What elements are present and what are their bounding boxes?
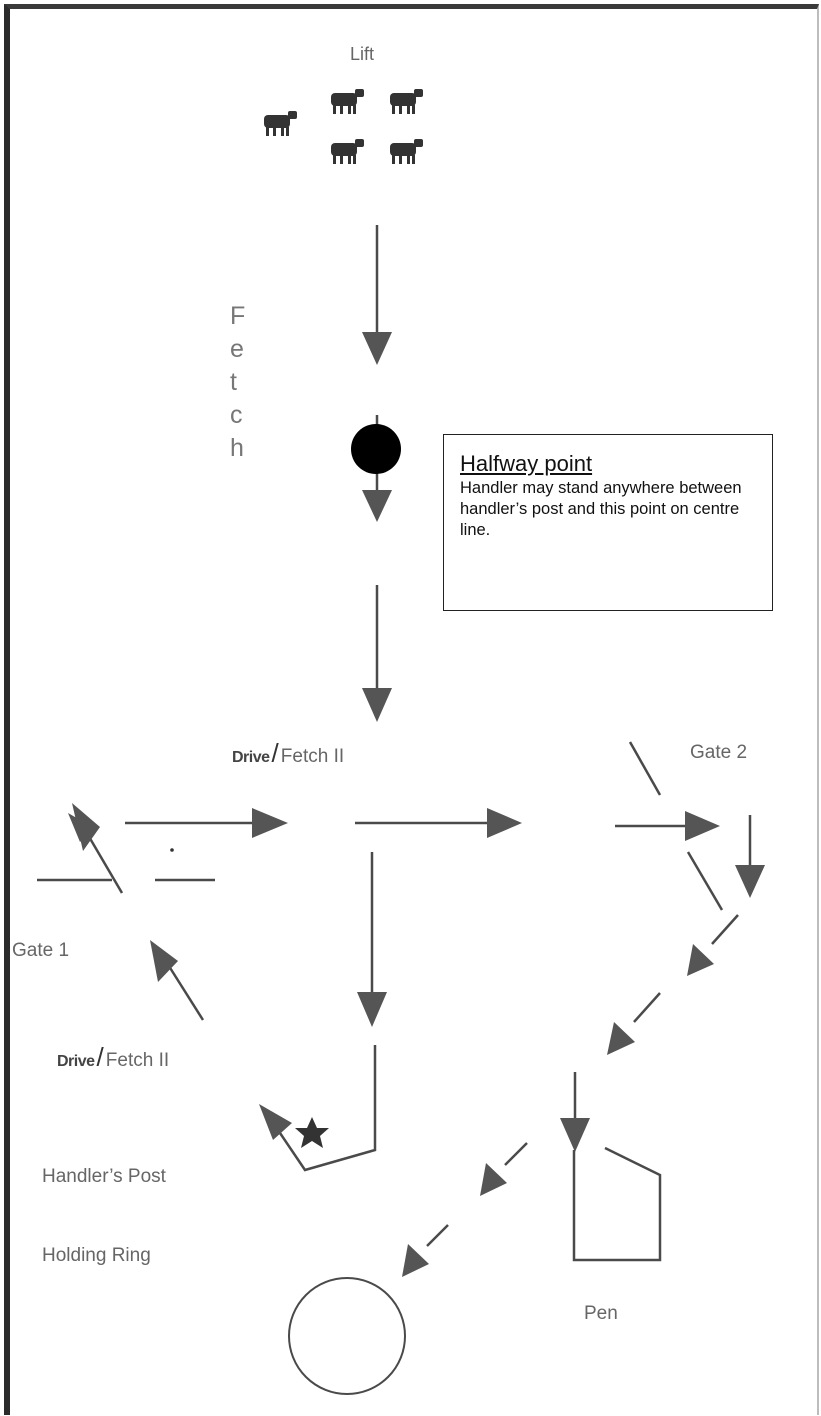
sheep-icon — [390, 139, 423, 164]
arrowhead — [252, 808, 288, 838]
drive-word: Drive — [57, 1053, 95, 1070]
arrowhead — [687, 944, 714, 976]
sheep-icon — [331, 89, 364, 114]
fetch-ii-word: Fetch II — [105, 1050, 170, 1071]
star-icon — [295, 1117, 329, 1148]
sheep-icon — [264, 111, 297, 136]
gate2-label: Gate 2 — [690, 742, 748, 763]
handlers-post-label: Handler’s Post — [42, 1166, 166, 1187]
arrowhead — [362, 332, 392, 365]
arrowhead — [735, 865, 765, 898]
ring-arrow-line — [426, 1224, 449, 1247]
arrowhead — [362, 688, 392, 722]
arrowhead — [560, 1118, 590, 1152]
halfway-title: Halfway point — [460, 451, 593, 476]
fetch-letter: t — [230, 368, 238, 396]
arrowhead — [685, 811, 720, 841]
pen-outline — [572, 1146, 662, 1262]
slash: / — [96, 1042, 104, 1072]
handler-post-outline — [278, 1045, 377, 1172]
ring-arrow-line — [504, 1142, 528, 1166]
gate1-label: Gate 1 — [12, 940, 70, 961]
drive-fetch-label-bottom: Drive/Fetch II — [57, 1042, 169, 1073]
arrowhead — [402, 1244, 429, 1277]
fetch-vertical-label: F e t c h — [230, 300, 246, 465]
gate2-post — [686, 851, 724, 911]
holding-ring-label: Holding Ring — [42, 1245, 151, 1266]
sheep-icon — [390, 89, 423, 114]
sheep-group — [264, 89, 423, 164]
arrowhead — [357, 992, 387, 1027]
arrowhead — [150, 940, 178, 982]
fetch-letter: F — [230, 302, 247, 330]
gate1-arrow-line — [165, 962, 205, 1021]
arrowhead — [72, 803, 100, 851]
halfway-info-box: Halfway point Handler may stand anywhere… — [443, 434, 773, 611]
halfway-description: Handler may stand anywhere between handl… — [460, 479, 742, 539]
pen-arrow-line — [633, 992, 661, 1023]
halfway-dot — [351, 424, 401, 474]
fetch-letter: h — [230, 434, 245, 462]
sheep-icon — [331, 139, 364, 164]
lift-label: Lift — [350, 44, 375, 64]
pen-label: Pen — [584, 1303, 618, 1324]
pen-arrow-line — [711, 914, 739, 945]
fetch-letter: e — [230, 335, 245, 363]
gate2-post — [628, 741, 662, 796]
fetch-ii-word: Fetch II — [280, 746, 345, 767]
arrowhead — [480, 1163, 507, 1196]
arrowhead — [487, 808, 522, 838]
drive-word: Drive — [232, 749, 270, 766]
slash: / — [271, 738, 279, 768]
arrowhead — [607, 1022, 635, 1055]
gate1-arrow-line — [86, 834, 124, 894]
arrowhead — [362, 490, 392, 522]
arrowhead — [259, 1104, 292, 1140]
diagram-frame — [4, 4, 819, 1415]
holding-ring — [288, 1277, 406, 1395]
drive-fetch-label-top: Drive/Fetch II — [232, 738, 344, 769]
fetch-letter: c — [230, 401, 244, 429]
